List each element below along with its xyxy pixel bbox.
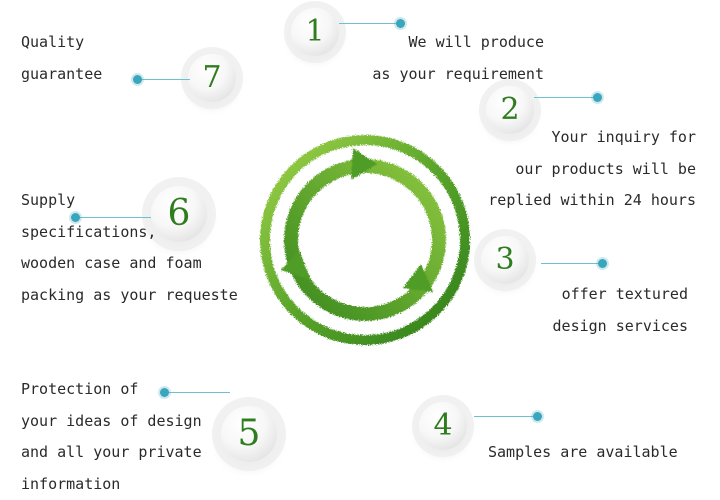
step-4-dot	[533, 412, 542, 421]
step-6-connector	[77, 217, 151, 218]
step-2-line-1: Your inquiry for	[551, 128, 697, 146]
step-1-connector	[339, 23, 399, 24]
step-4-badge: 4	[419, 402, 467, 450]
cycle-arrow-head-left	[281, 250, 311, 280]
step-6-line-3: wooden case and foam	[21, 254, 202, 272]
step-5-connector	[166, 392, 230, 393]
step-7-line-1: Quality	[21, 33, 85, 51]
step-3-badge: 3	[481, 236, 529, 284]
step-2-connector	[534, 97, 596, 98]
step-7-text: Quality guarantee	[21, 27, 102, 90]
step-5-dot	[160, 388, 169, 397]
step-4-number: 4	[433, 408, 453, 443]
step-3-line-1: offer textured	[561, 285, 688, 303]
step-3-line-2: design services	[552, 316, 688, 335]
step-5-line-3: and all your private	[21, 443, 202, 461]
grass-cycle-arrows-icon	[260, 135, 470, 345]
step-7-line-2: guarantee	[21, 64, 103, 83]
step-6-line-4: packing as your requeste	[21, 285, 238, 304]
outer-grass-ring	[260, 135, 470, 345]
step-5-number: 5	[237, 413, 261, 454]
step-3-text: offer textured design services	[480, 279, 688, 342]
step-4-line-1: Samples are available	[488, 443, 678, 461]
step-2-line-3: replied within 24 hours	[488, 191, 696, 209]
step-4-text: Samples are available	[488, 437, 678, 469]
step-2-text: Your inquiry for our products will be re…	[468, 122, 696, 217]
step-1-dot	[396, 19, 405, 28]
step-3-connector	[541, 263, 601, 264]
step-2-dot	[593, 93, 602, 102]
inner-grass-ring	[284, 159, 446, 321]
step-4-connector	[474, 416, 537, 417]
step-6-badge: 6	[151, 186, 207, 242]
step-7-number: 7	[202, 60, 222, 95]
step-1-text: We will produce as your requirement	[330, 27, 544, 90]
step-1-badge: 1	[291, 8, 339, 56]
step-6-line-1: Supply	[21, 191, 76, 209]
step-6-text: Supply specifications, wooden case and f…	[21, 185, 238, 311]
step-2-badge: 2	[486, 86, 534, 134]
step-7-dot	[133, 75, 142, 84]
step-6-dot	[71, 213, 80, 222]
cycle-arrow-head-top	[351, 148, 377, 180]
step-6-number: 6	[167, 193, 191, 234]
step-3-dot	[598, 259, 607, 268]
step-6-line-2: specifications,	[21, 222, 157, 241]
step-7-connector	[138, 79, 190, 80]
step-1-line-1: We will produce	[408, 33, 544, 51]
step-2-line-2: our products will be	[515, 159, 696, 178]
step-3-number: 3	[495, 242, 515, 277]
step-5-badge: 5	[221, 406, 277, 462]
cycle-arrow-head-right	[403, 264, 433, 292]
step-5-line-1: Protection of	[21, 380, 139, 398]
step-1-line-2: as your requirement	[372, 64, 544, 83]
step-2-number: 2	[500, 92, 520, 127]
step-5-line-2: your ideas of design	[21, 411, 202, 430]
step-5-text: Protection of your ideas of design and a…	[21, 374, 202, 500]
step-5-line-4: information	[21, 474, 121, 493]
step-7-badge: 7	[188, 54, 236, 102]
step-1-number: 1	[305, 14, 325, 49]
